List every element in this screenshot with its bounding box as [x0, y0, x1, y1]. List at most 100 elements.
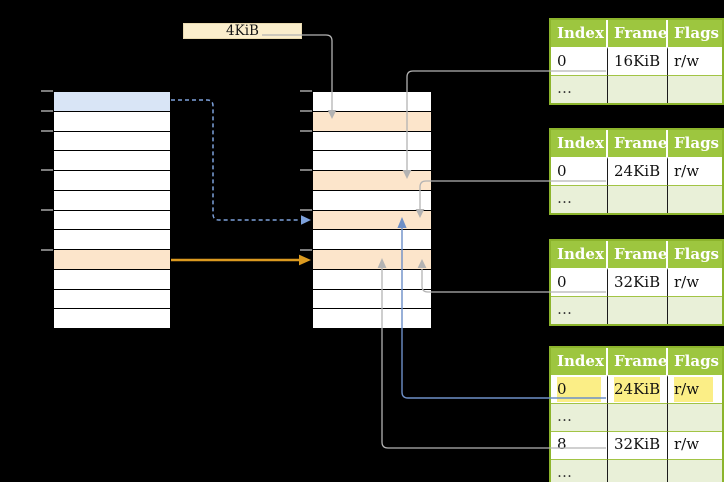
page-table-32k-cell-text: 32KiB [614, 273, 661, 291]
physical-memory-column-row-5 [313, 191, 431, 211]
virtual-memory-column-row-7 [54, 230, 170, 250]
virtual-memory-column-row-3 [54, 151, 170, 171]
page-table-32k-row-1-col-2 [668, 296, 722, 324]
page-table-32k-cell-text: 0 [557, 273, 567, 291]
page-table-16k-row-1-col-1 [608, 75, 668, 103]
page-table-mixed-row-1-col-2 [668, 403, 722, 431]
virtual-memory-column-address-tick [41, 209, 53, 211]
physical-memory-column-address-tick [300, 129, 312, 132]
page-table-mixed-row-1-col-1 [608, 403, 668, 431]
physical-memory-column-row-3 [313, 151, 431, 171]
page-table-24k-row-0-col-1: 24KiB [608, 157, 668, 185]
page-table-mixed-row-3-col-0: … [551, 459, 608, 482]
virtual-memory-column-row-0 [54, 92, 170, 112]
page-table-24k-row-0-col-0: 0 [551, 157, 608, 185]
page-table-32k-header-frame: Frame [608, 241, 668, 268]
page-table-16k-row-1-col-2 [668, 75, 722, 103]
page-table-mixed-cell-text: 8 [557, 435, 567, 453]
virtual-memory-column-address-tick [41, 90, 53, 92]
arrow-vpage0-to-frame-24k-head [301, 215, 311, 225]
page-table-16k-cell-text: 16KiB [614, 52, 661, 70]
virtual-memory-column-address-tick [41, 109, 53, 112]
page-table-32k-header-index: Index [551, 241, 608, 268]
page-size-label: 4KiB [183, 23, 302, 39]
page-table-32k-row-0-col-2: r/w [668, 268, 722, 296]
virtual-memory-column-row-11 [54, 309, 170, 328]
page-table-mixed-header-flags: Flags [668, 348, 722, 375]
page-table-24k-row-1-col-1 [608, 185, 668, 213]
arrow-vpage0-to-frame-24k [171, 99, 300, 221]
page-table-mixed-header-index: Index [551, 348, 608, 375]
page-table-mixed-header-frame: Frame [608, 348, 668, 375]
page-table-mixed-row-3-col-2 [668, 459, 722, 482]
physical-memory-column-address-tick [300, 109, 312, 112]
page-table-32k-row-0-col-0: 0 [551, 268, 608, 296]
physical-memory-column-row-4 [313, 171, 431, 191]
page-table-32k-row-0-col-1: 32KiB [608, 268, 668, 296]
virtual-memory-column-row-5 [54, 191, 170, 211]
page-table-mixed-row-1-col-0: … [551, 403, 608, 431]
virtual-memory-column-row-6 [54, 211, 170, 231]
virtual-memory-column-row-8 [54, 250, 170, 270]
page-table-mixed-cell-text: r/w [674, 435, 700, 453]
page-table-32k-header-flags: Flags [668, 241, 722, 268]
page-table-16k-cell-text: r/w [674, 52, 700, 70]
page-table-mixed-row-2-col-1: 32KiB [608, 431, 668, 459]
page-table-24k-header-frame: Frame [608, 130, 668, 157]
page-table-16k-row-0-col-1: 16KiB [608, 47, 668, 75]
virtual-memory-column-row-4 [54, 171, 170, 191]
page-table-24k-cell-text: 24KiB [614, 162, 661, 180]
page-table-24k-row-1-col-2 [668, 185, 722, 213]
physical-memory-column-row-8 [313, 250, 431, 270]
physical-memory-column-address-tick [300, 169, 312, 172]
virtual-memory-column-address-tick [41, 248, 53, 251]
virtual-memory-column-address-tick [41, 169, 53, 172]
page-table-mixed-cell-text: … [557, 463, 572, 481]
page-table-mixed-cell-text: r/w [674, 377, 714, 402]
page-table-24k-cell-text: … [557, 189, 572, 207]
page-table-mixed-cell-text: 32KiB [614, 435, 661, 453]
virtual-memory-column-row-1 [54, 112, 170, 132]
physical-memory-column-row-11 [313, 309, 431, 328]
page-table-mixed-row-2-col-0: 8 [551, 431, 608, 459]
virtual-memory-column-row-10 [54, 290, 170, 310]
physical-memory-column [312, 91, 432, 329]
virtual-memory-column-row-9 [54, 270, 170, 290]
page-table-16k-row-0-col-2: r/w [668, 47, 722, 75]
page-table-16k-header-flags: Flags [668, 20, 722, 47]
page-table-mixed-row-0-col-1: 24KiB [608, 375, 668, 403]
physical-memory-column-address-tick [300, 248, 312, 251]
page-table-16k-cell-text: 0 [557, 52, 567, 70]
page-table-16k-header-frame: Frame [608, 20, 668, 47]
page-table-16k-header-index: Index [551, 20, 608, 47]
physical-memory-column-row-9 [313, 270, 431, 290]
physical-memory-column-row-2 [313, 132, 431, 152]
page-table-32k-cell-text: … [557, 300, 572, 318]
page-table-mixed-row-3-col-1 [608, 459, 668, 482]
arrow-vpage8-to-frame-32k-head [299, 254, 311, 266]
page-table-32k-row-1-col-0: … [551, 296, 608, 324]
page-table-24k-header-flags: Flags [668, 130, 722, 157]
page-table-24k-cell-text: 0 [557, 162, 567, 180]
page-table-mixed-cell-text: 24KiB [614, 377, 661, 402]
physical-memory-column-row-10 [313, 290, 431, 310]
page-table-mixed-cell-text: 0 [557, 377, 601, 402]
physical-memory-column-address-tick [300, 90, 312, 92]
physical-memory-column-row-0 [313, 92, 431, 112]
page-table-mixed-cell-text: … [557, 407, 572, 425]
page-table-24k-row-0-col-2: r/w [668, 157, 722, 185]
page-table-24k-row-1-col-0: … [551, 185, 608, 213]
page-table-24k-header-index: Index [551, 130, 608, 157]
virtual-memory-column [53, 91, 171, 329]
page-size-label-text: 4KiB [226, 23, 259, 39]
physical-memory-column-row-6 [313, 210, 431, 231]
physical-memory-column-row-1 [313, 111, 431, 132]
page-table-16k-row-1-col-0: … [551, 75, 608, 103]
physical-memory-column-row-7 [313, 230, 431, 250]
virtual-memory-column-row-2 [54, 132, 170, 152]
